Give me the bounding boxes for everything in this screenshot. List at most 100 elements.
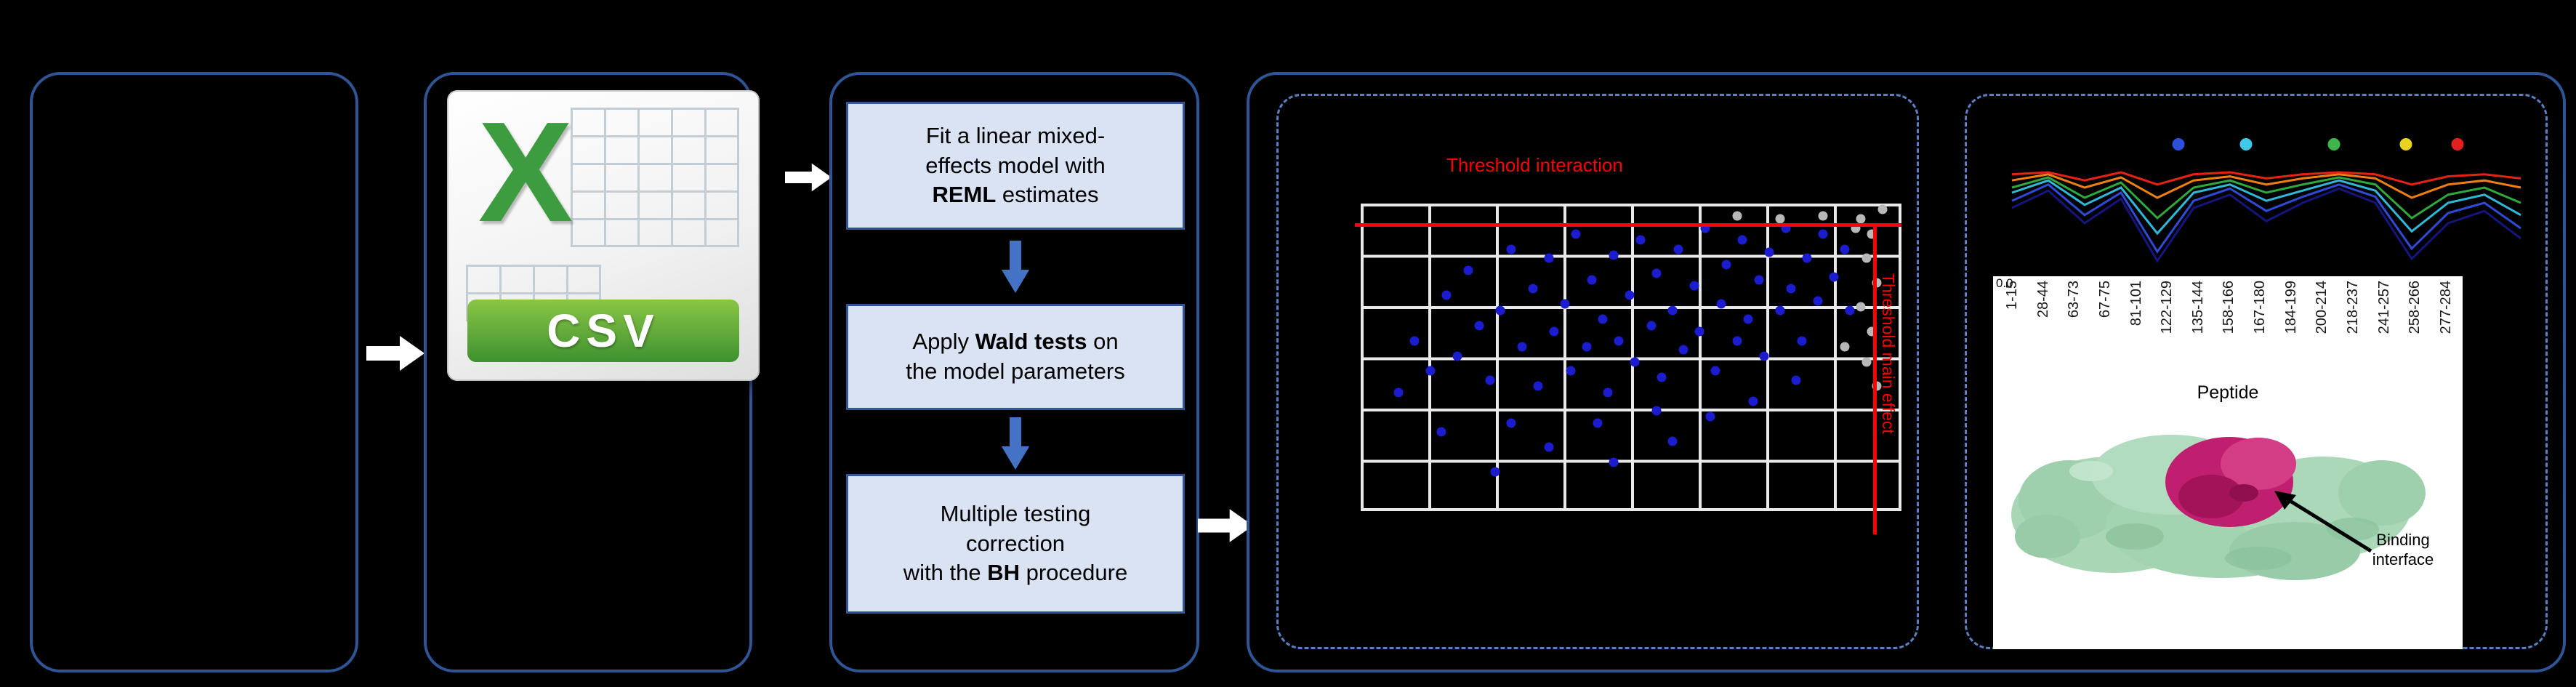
excel-x-glyph: X: [478, 92, 573, 252]
scatter-point: [1651, 406, 1662, 416]
down-arrow-icon: [1001, 417, 1030, 470]
scatter-point: [1845, 305, 1855, 316]
scatter-point: [1732, 336, 1742, 346]
scatter-point: [1506, 418, 1516, 428]
scatter-point: [1856, 302, 1866, 312]
right-arrow-icon: [366, 336, 424, 371]
down-arrow-icon: [1001, 241, 1030, 293]
scatter-point: [1667, 305, 1678, 316]
spreadsheet-grid: [571, 108, 739, 247]
scatter-point: [1818, 211, 1828, 221]
scatter-point: [1716, 299, 1726, 309]
threshold-interaction-label: Threshold interaction: [1446, 154, 1623, 176]
scatter-point: [1840, 342, 1850, 352]
peptide-tick-label: 200-214: [2314, 281, 2330, 334]
scatter-point: [1517, 342, 1527, 352]
scatter-point: [1710, 366, 1720, 376]
peptide-profile-line: [2011, 179, 2521, 236]
scatter-point: [1549, 326, 1559, 337]
scatter-point: [1436, 427, 1446, 437]
scatter-point: [1409, 336, 1420, 346]
scatter-point: [1598, 314, 1608, 324]
scatter-point: [1667, 436, 1678, 446]
step-wald-tests: Apply Wald tests on the model parameters: [846, 304, 1185, 410]
scatter-point: [1452, 351, 1462, 361]
scatter-point: [1544, 253, 1554, 263]
scatter-point: [1495, 305, 1505, 316]
scatter-point: [1791, 375, 1801, 385]
scatter-point: [1802, 253, 1812, 263]
step-wald-tests-text: Apply Wald tests on the model parameters: [906, 329, 1125, 384]
binding-interface-label: Binding interface: [2372, 531, 2434, 569]
scatter-point: [1463, 265, 1473, 276]
threshold-main-line: [1873, 222, 1877, 534]
peptide-tick-label: 1-15: [2004, 281, 2020, 310]
scatter-point: [1775, 305, 1785, 316]
scatter-point: [1625, 290, 1635, 300]
results-scatter-panel: [1276, 94, 1919, 649]
peptide-tick-label: 167-180: [2252, 281, 2269, 334]
peptide-profile-line: [2011, 176, 2521, 220]
scatter-point: [1506, 244, 1516, 254]
peptide-tick-label: 184-199: [2282, 281, 2299, 334]
scatter-point: [1856, 214, 1866, 224]
scatter-point: [1694, 326, 1704, 337]
scatter-point: [1582, 342, 1592, 352]
scatter-point: [1813, 296, 1823, 306]
scatter-point: [1609, 457, 1619, 467]
scatter-point: [1603, 387, 1613, 398]
peptide-tick-label: 63-73: [2066, 281, 2082, 318]
scatter-point: [1571, 229, 1581, 239]
scatter-point: [1635, 235, 1646, 245]
scatter-point: [1587, 275, 1597, 285]
scatter-point: [1441, 290, 1452, 300]
peptide-profile-line: [2011, 183, 2521, 254]
scatter-point: [1764, 247, 1774, 257]
pipeline-box-input: [30, 72, 358, 672]
scatter-point: [1678, 345, 1689, 355]
scatter-point: [1490, 467, 1500, 477]
step-fit-model: Fit a linear mixed- effects model with R…: [846, 102, 1185, 230]
scatter-point: [1732, 211, 1742, 221]
peptide-tick-label: 218-237: [2345, 281, 2362, 334]
scatter-point: [1544, 442, 1554, 452]
step-multiple-testing-text: Multiple testing correction with the BH …: [903, 500, 1128, 586]
peptide-tick-label: 81-101: [2128, 281, 2144, 326]
scatter-point: [1877, 204, 1888, 214]
peptide-profile-line: [2011, 173, 2521, 199]
scatter-point: [1754, 275, 1764, 285]
peptide-tick-label: 258-266: [2407, 281, 2423, 334]
scatter-point: [1609, 250, 1619, 260]
scatter-point: [1775, 214, 1785, 224]
right-arrow-icon: [785, 163, 832, 192]
scatter-point: [1560, 299, 1570, 309]
sample-marker-dot: [2327, 138, 2340, 150]
threshold-main-label: Threshold main effect: [1879, 273, 1898, 434]
csv-banner-label: CSV: [467, 300, 739, 362]
scatter-point: [1593, 418, 1603, 428]
peptide-line-chart: [2011, 171, 2521, 263]
scatter-point: [1425, 366, 1436, 376]
scatter-point: [1630, 357, 1640, 367]
threshold-interaction-line: [1355, 222, 1901, 227]
peptide-chart-markers: [2008, 138, 2525, 151]
right-arrow-icon: [1198, 509, 1253, 542]
step-fit-model-text: Fit a linear mixed- effects model with R…: [925, 122, 1106, 208]
sample-marker-dot: [2399, 138, 2412, 150]
peptide-profile-line: [2011, 171, 2521, 186]
scatter-point: [1533, 381, 1543, 391]
scatter-point: [1614, 336, 1624, 346]
scatter-point: [1657, 372, 1667, 382]
scatter-point: [1485, 375, 1495, 385]
binding-site-region: [2165, 437, 2296, 527]
scatter-point: [1759, 351, 1769, 361]
scatter-point: [1528, 284, 1538, 294]
peptide-tick-label: 135-144: [2189, 281, 2206, 334]
scatter-point: [1818, 229, 1828, 239]
step-multiple-testing: Multiple testing correction with the BH …: [846, 474, 1185, 614]
scatter-point: [1840, 244, 1850, 254]
peptide-tick-label: 67-75: [2096, 281, 2113, 318]
sample-marker-dot: [2172, 138, 2185, 150]
